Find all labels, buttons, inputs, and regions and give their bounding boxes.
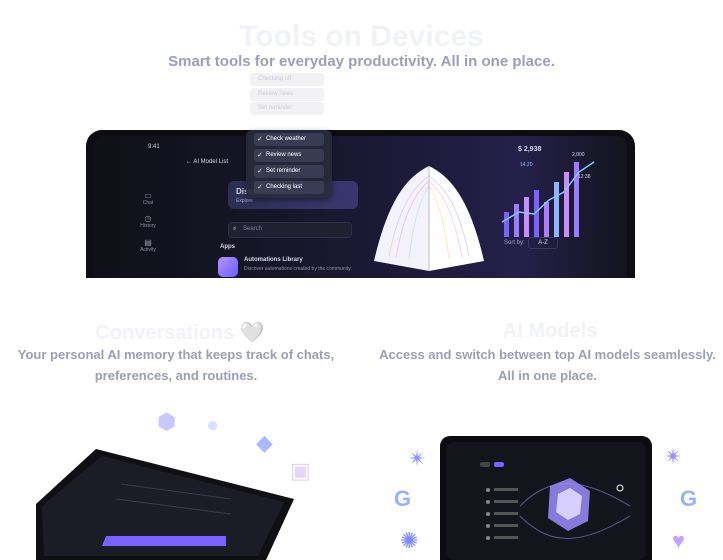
sparkle-model-icon: ✴ (664, 444, 683, 469)
sort-dropdown[interactable]: A-Z (528, 237, 558, 249)
checklist-faded-item: Checking off (250, 73, 324, 86)
left-subtitle-line1: Your personal AI memory that keeps track… (17, 347, 335, 362)
stat-label: 14.20 (520, 162, 533, 168)
back-icon[interactable]: ← (186, 159, 192, 165)
right-subtitle-line1: Access and switch between top AI models … (379, 347, 716, 362)
nav-title: ← AI Model List (186, 159, 228, 165)
status-time: 9:41 (148, 144, 160, 150)
right-subtitle-line2: All in one place. (498, 368, 597, 383)
sidebar-label: Activity (140, 247, 156, 253)
left-ghost-title: Conversations 🤍 (95, 322, 265, 344)
stat-label: 2,000 (572, 152, 585, 158)
sidebar-label: Chat (142, 200, 154, 206)
sidebar-label: History (140, 223, 156, 229)
sort-label: Sort by: (504, 240, 525, 246)
hero-screen: 9:41 ← AI Model List ▭Chat ◷History ▤Act… (94, 136, 627, 278)
memory-gem-icon: ◆ (256, 430, 273, 455)
google-model-icon: G (680, 486, 698, 511)
activity-icon: ▤ (144, 238, 152, 247)
search-icon: ⌕ (233, 226, 237, 232)
hero-tablet: 9:41 ← AI Model List ▭Chat ◷History ▤Act… (86, 130, 635, 278)
models-screen-illustration (446, 442, 646, 560)
memory-cube-icon: ⬢ (157, 409, 177, 434)
book-illustration (374, 166, 484, 271)
right-ghost-title: AI Models (502, 320, 598, 342)
search-input[interactable]: ⌕ Search (228, 222, 352, 238)
left-subtitle-line2: preferences, and routines. (94, 368, 258, 383)
memory-tablet-illustration (36, 449, 294, 560)
memory-sphere-icon: ● (206, 412, 220, 437)
heart-model-icon: ♥ (672, 528, 686, 553)
sidebar-item-activity[interactable]: ▤Activity (131, 238, 165, 253)
chat-icon: ▭ (144, 191, 152, 200)
hero-subtitle: Smart tools for everyday productivity. A… (168, 53, 555, 70)
discover-desc: Explore (236, 198, 253, 204)
checklist-card: Check weather Review news Set reminder C… (246, 130, 332, 198)
sort-value: A-Z (538, 240, 548, 246)
sparkle-model-icon: ✴ (408, 446, 427, 471)
automations-app-icon[interactable] (218, 257, 238, 277)
sidebar-item-chat[interactable]: ▭Chat (131, 191, 165, 206)
models-tablet (440, 436, 652, 560)
google-model-icon: G (394, 486, 412, 511)
stat-label: $ 2,938 (518, 146, 542, 153)
app-desc: Discover automations created by the comm… (244, 266, 351, 272)
checklist-item[interactable]: Set reminder (254, 165, 324, 178)
sidebar-item-history[interactable]: ◷History (131, 214, 165, 229)
nav-title-text: AI Model List (193, 159, 229, 165)
bar-chart-illustration (501, 161, 595, 237)
checklist-faded-item: Review news (250, 88, 324, 101)
checklist-faded-item: Set reminder (250, 102, 324, 115)
checklist-item[interactable]: Review news (254, 149, 324, 162)
search-placeholder: Search (243, 226, 263, 232)
memory-box-icon: ▣ (290, 458, 311, 483)
app-title: Automations Library (244, 257, 303, 263)
starburst-model-icon: ✺ (400, 528, 419, 553)
checklist-item[interactable]: Check weather (254, 133, 324, 146)
hero-ghost-title: Tools on Devices (239, 20, 484, 53)
history-icon: ◷ (144, 214, 152, 223)
checklist-item[interactable]: Checking last (254, 181, 324, 194)
apps-label: Apps (220, 244, 235, 250)
stat-label: 12:38 (578, 174, 591, 180)
